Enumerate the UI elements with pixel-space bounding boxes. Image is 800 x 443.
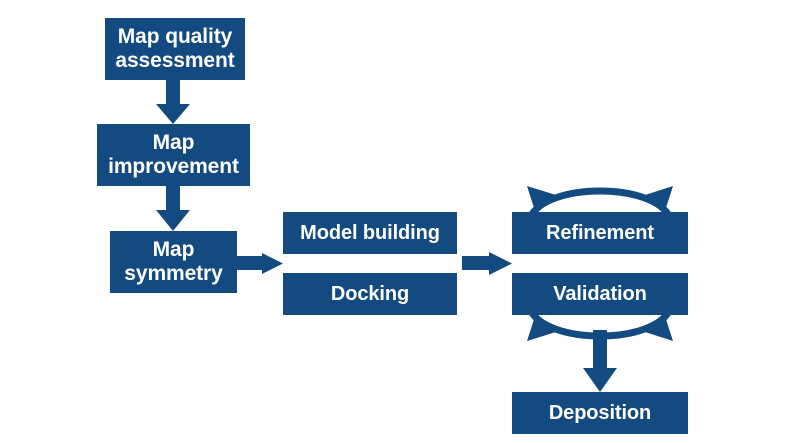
arrow-building-to-refinement [462,252,512,275]
node-label: Docking [330,282,410,305]
arc-top-arrowheads [527,186,673,214]
node-deposition[interactable]: Deposition [512,392,688,434]
node-map-symmetry[interactable]: Map symmetry [110,231,237,293]
node-label: Validation [553,282,647,305]
node-map-quality-assessment[interactable]: Map quality assessment [105,18,245,80]
arrow-validation-to-deposition [583,330,617,392]
node-label: Map improvement [108,131,239,178]
node-label: Model building [300,221,440,244]
node-label: Map quality assessment [115,25,235,72]
node-validation[interactable]: Validation [512,273,688,315]
node-docking[interactable]: Docking [283,273,457,315]
node-map-improvement[interactable]: Map improvement [97,124,250,186]
arrow-quality-to-improvement [156,80,190,124]
arrow-symmetry-to-building [237,253,283,274]
node-refinement[interactable]: Refinement [512,212,688,254]
node-label: Map symmetry [124,238,223,285]
node-label: Deposition [548,401,652,424]
node-model-building[interactable]: Model building [283,212,457,254]
arrow-improvement-to-symmetry [156,186,190,231]
node-label: Refinement [546,221,654,244]
arc-bottom-arrowheads [527,313,673,341]
